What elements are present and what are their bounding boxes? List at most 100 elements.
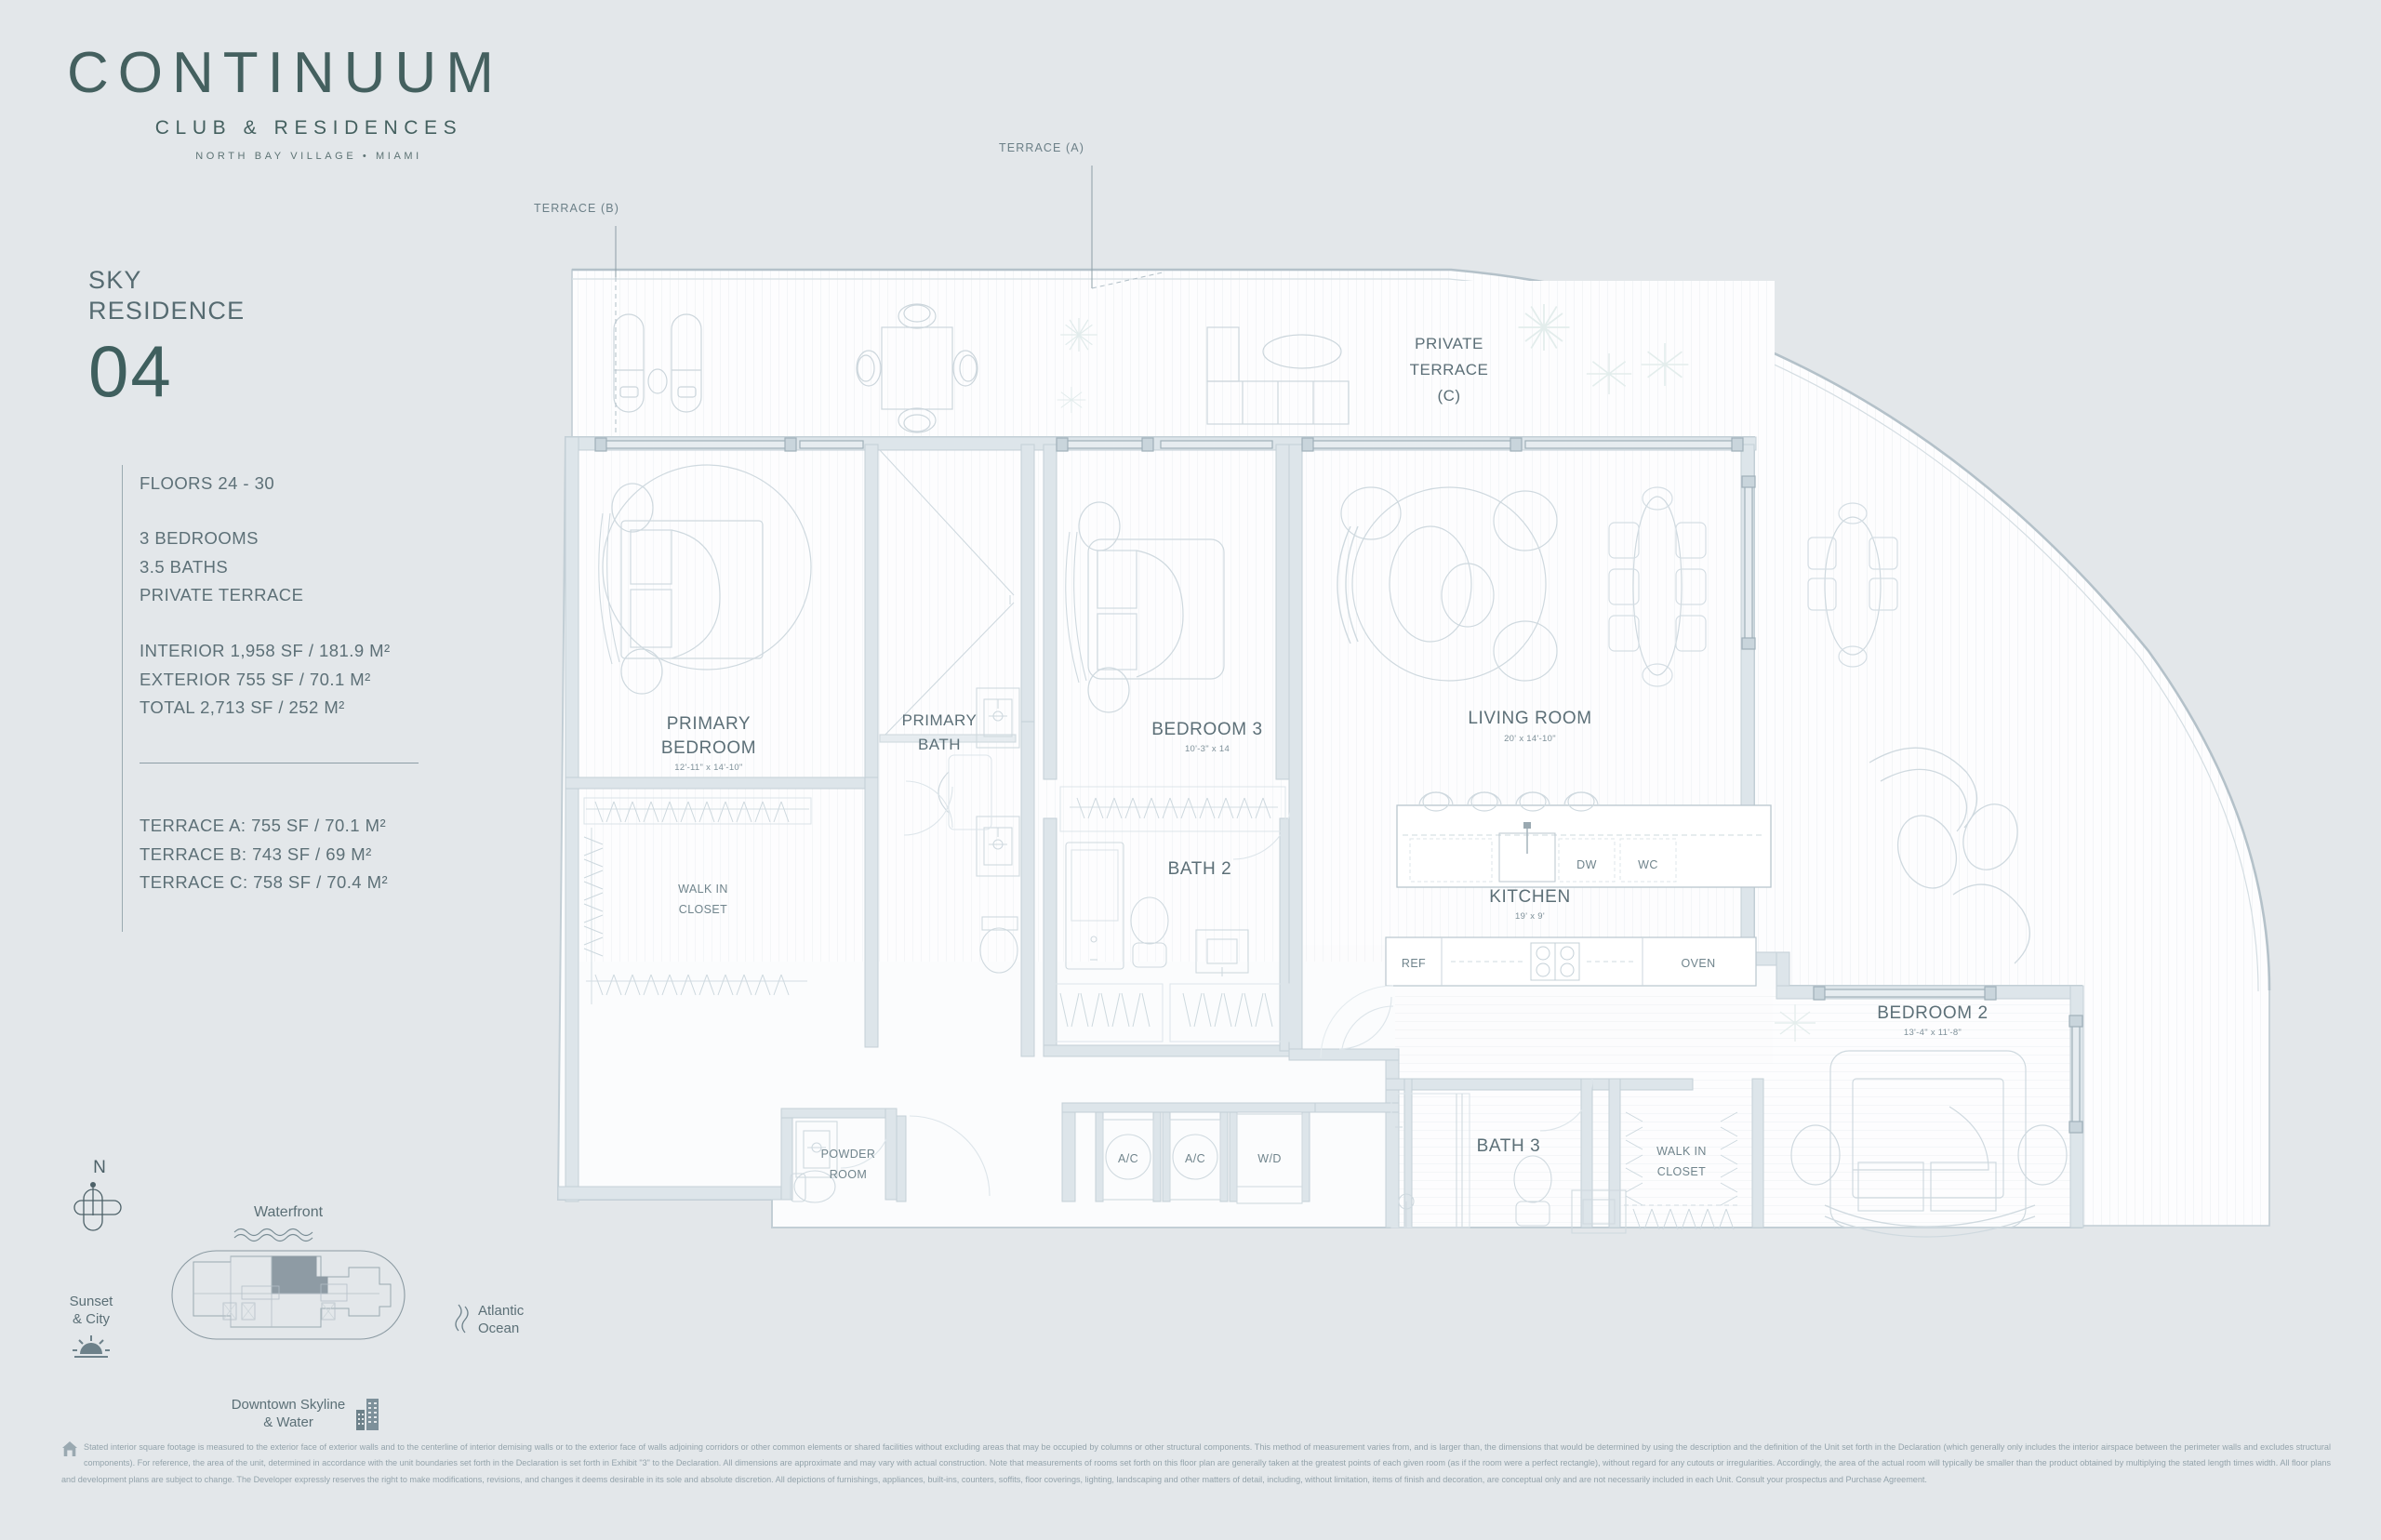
spec-floors: FLOORS 24 - 30 [140,473,275,493]
brand-tagline: CLUB & RESIDENCES [154,117,463,139]
hall-closets [1048,983,1290,1042]
room-label-walk-in-closet-primary: WALK IN CLOSET [678,883,728,916]
oven-label: OVEN [1681,957,1715,970]
sliding-glass-doors [594,437,2083,1134]
living-room-furniture [1337,486,1707,687]
primary-bedroom-dim: 12'-11" x 14'-10" [674,763,742,773]
refrigerator-label: REF [1402,957,1426,970]
kitchen-dim: 19' x 9' [1515,911,1545,922]
spec-terrace-c: TERRACE C: 758 SF / 70.4 M² [140,871,389,892]
mechanical-closets: A/C A/C W/D [1102,1113,1303,1204]
living-room-dim: 20' x 14'-10" [1504,734,1556,744]
building-envelope [571,268,2271,1227]
spec-terrace-b: TERRACE B: 743 SF / 69 M² [140,843,372,864]
ac-unit-1-label: A/C [1118,1152,1138,1165]
room-label-primary-bedroom: PRIMARY BEDROOM 12'-11" x 14'-10" [661,714,756,773]
primary-bath-fixtures [879,449,1020,974]
primary-bedroom-line1: PRIMARY [667,714,751,734]
primary-bedroom-furniture [598,464,812,695]
dishwasher-label: DW [1576,858,1597,871]
site-waterfront-label: Waterfront [253,1204,324,1220]
ac-unit-2-label: A/C [1185,1152,1205,1165]
powder-room-line2: ROOM [830,1168,868,1181]
compass-icon [73,1182,122,1231]
room-label-bedroom3: BEDROOM 3 10'-3" x 14 [1151,720,1262,754]
washer-dryer-label: W/D [1257,1152,1282,1165]
walk-in-closet-line1: WALK IN [678,883,728,896]
equal-housing-icon [62,1441,77,1456]
terrace-dining-set [856,303,978,433]
powder-room-fixtures [790,1115,991,1203]
spec-exterior-area: EXTERIOR 755 SF / 70.1 M² [140,669,371,689]
residence-kicker-line1: SKY [88,266,142,294]
orientation-sunset-city: Sunset & City [54,1293,128,1365]
legal-disclaimer: Stated interior square footage is measur… [61,1440,2331,1488]
atlantic-line2: Ocean [478,1321,520,1337]
brand-name: CONTINUUM [67,41,503,105]
bedroom3-closet [1059,786,1286,832]
orientation-atlantic-ocean: Atlantic Ocean [454,1302,556,1337]
terrace-a-callout-label: TERRACE (A) [999,141,1084,154]
brand-logo: CONTINUUM CLUB & RESIDENCES NORTH BAY VI… [67,41,551,163]
room-label-kitchen: KITCHEN 19' x 9' [1489,887,1570,922]
primary-bath-line2: BATH [918,736,961,753]
info-sidebar: CONTINUUM CLUB & RESIDENCES NORTH BAY VI… [0,0,558,1540]
interior-walls [557,436,2084,1228]
spec-total-area: TOTAL 2,713 SF / 252 M² [140,697,345,717]
interior-footprint [556,436,2082,1228]
closet2-line1: WALK IN [1656,1145,1707,1158]
terrace-c-line1: PRIVATE [1415,335,1483,352]
residence-number: 04 [88,329,173,412]
kitchen-island: DW WC [1396,791,1772,888]
spec-baths: 3.5 BATHS [140,556,229,577]
atlantic-line1: Atlantic [478,1303,525,1319]
bedroom2-label: BEDROOM 2 [1877,1003,1988,1023]
spec-interior-area: INTERIOR 1,958 SF / 181.9 M² [140,641,391,661]
compass-rose: N [67,1158,132,1241]
terrace-c-line3: (C) [1437,387,1460,405]
terrace-c-line2: TERRACE [1410,361,1489,378]
room-label-living-room: LIVING ROOM 20' x 14'-10" [1468,709,1591,744]
specs-list: FLOORS 24 - 30 3 BEDROOMS 3.5 BATHS PRIV… [140,470,530,896]
kitchen-counter-run: REF OVEN [1385,936,1757,987]
downtown-line1: Downtown Skyline [231,1396,346,1413]
downtown-line2: & Water [263,1414,313,1430]
skyline-icon [356,1399,379,1430]
bath3-label: BATH 3 [1477,1136,1541,1156]
bedroom3-label: BEDROOM 3 [1151,720,1262,739]
spec-terrace: PRIVATE TERRACE [140,584,304,604]
primary-closet-shelving [583,797,812,1004]
walk-in-closet-line2: CLOSET [679,903,727,916]
room-label-primary-bath: PRIMARY BATH [902,711,978,753]
room-label-bedroom2: BEDROOM 2 13'-4" x 11'-8" [1877,1003,1988,1038]
bedroom2-terrace-planting-icon [1775,1004,1816,1042]
bath2-fixtures [1065,801,1292,976]
terrace-outdoor-lounge [1869,747,2030,964]
bath2-label: BATH 2 [1168,859,1232,879]
bedroom2-furniture [1790,1050,2068,1238]
powder-room-line1: POWDER [821,1148,876,1161]
primary-bath-line1: PRIMARY [902,711,978,729]
residence-kicker-line2: RESIDENCE [88,296,246,325]
sunset-city-line1: Sunset [69,1294,113,1309]
residence-heading: SKY RESIDENCE 04 [88,265,245,410]
brand-location: NORTH BAY VILLAGE • MIAMI [195,151,422,162]
room-label-walk-in-closet-bedroom2: WALK IN CLOSET [1656,1145,1707,1178]
living-room-label: LIVING ROOM [1468,709,1591,728]
spec-bedrooms: 3 BEDROOMS [140,528,259,549]
wine-cooler-label: WC [1638,858,1658,871]
entry-door-swing [1320,985,1394,1059]
orientation-downtown-skyline: Downtown Skyline & Water [177,1395,437,1432]
sunset-icon [73,1335,110,1359]
terrace-outdoor-dining [1807,502,1898,668]
bedroom2-dim: 13'-4" x 11'-8" [1904,1028,1962,1038]
bedroom2-closet-shelving [1624,1111,1741,1230]
private-terrace-c [575,281,1775,437]
site-plan-key: Waterfront [130,1204,446,1381]
bedroom3-furniture [1065,501,1225,713]
sidebar-divider-rule [122,465,123,932]
ocean-waves-icon [455,1304,469,1334]
room-label-private-terrace-c: PRIVATE TERRACE (C) [1410,335,1489,405]
bedroom3-dim: 10'-3" x 14 [1185,744,1230,754]
terrace-planting-icon [1057,317,1097,413]
